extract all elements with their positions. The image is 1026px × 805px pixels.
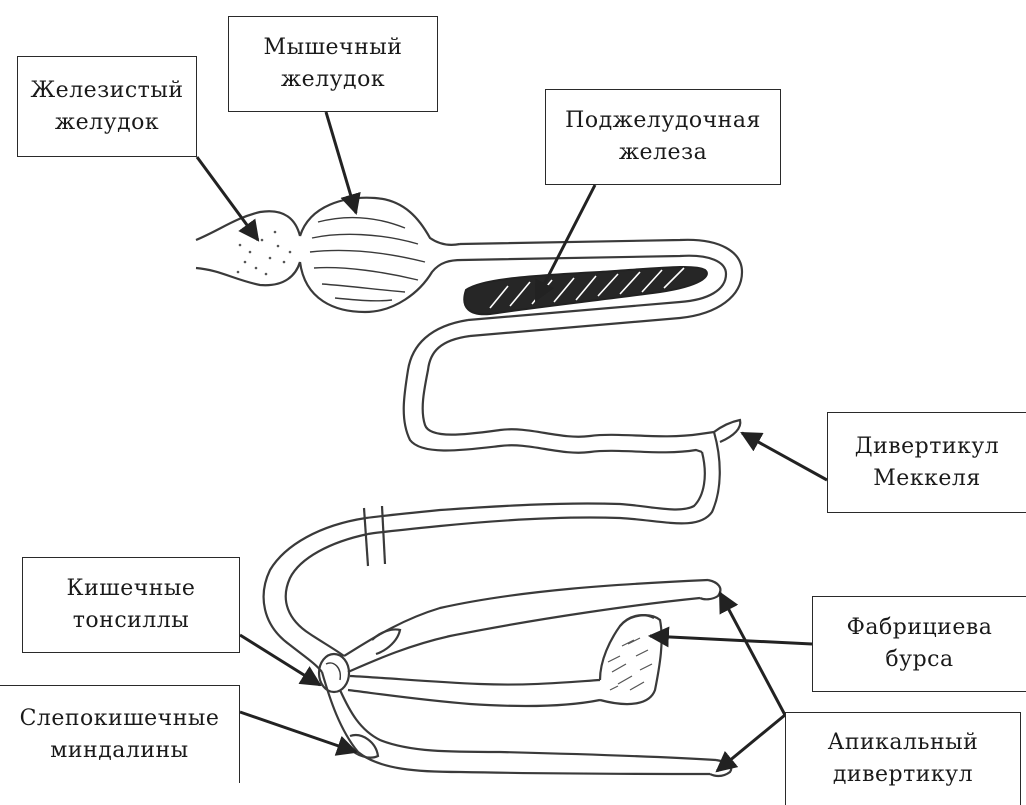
label-pancreas: Поджелудочная железа [545, 89, 781, 185]
label-muscular-stomach: Мышечный желудок [228, 16, 438, 112]
intestinal-tonsil-shape [319, 654, 349, 692]
arrow-bursa-fabricius [650, 636, 812, 644]
label-cecal-tonsils: Слепокишечные миндалины [0, 685, 240, 783]
break-mark [364, 506, 385, 566]
label-meckel-diverticulum: Дивертикул Меккеля [827, 412, 1026, 513]
pancreas-shape [464, 267, 707, 314]
label-intestinal-tonsils: Кишечные тонсиллы [22, 557, 240, 653]
lower-cecum [322, 672, 731, 776]
arrow-muscular-stomach [326, 112, 356, 213]
arrow-glandular-stomach [197, 157, 258, 240]
arrow-apical-lower [717, 715, 785, 771]
jejunum-loop [366, 320, 740, 534]
label-glandular-stomach: Железистый желудок [17, 56, 197, 157]
bursa-texture [608, 638, 652, 690]
label-bursa-fabricius: Фабрициева бурса [812, 596, 1026, 692]
glandular-stomach-shape [196, 211, 300, 285]
muscular-stomach-shape [300, 198, 462, 312]
ileum-loop [264, 518, 368, 672]
arrow-meckel-diverticulum [742, 433, 827, 480]
arrow-apical-upper [720, 593, 785, 715]
label-apical-diverticulum: Апикальный дивертикул [785, 712, 1021, 805]
pointer-arrows [197, 112, 827, 771]
upper-cecum [344, 580, 720, 672]
